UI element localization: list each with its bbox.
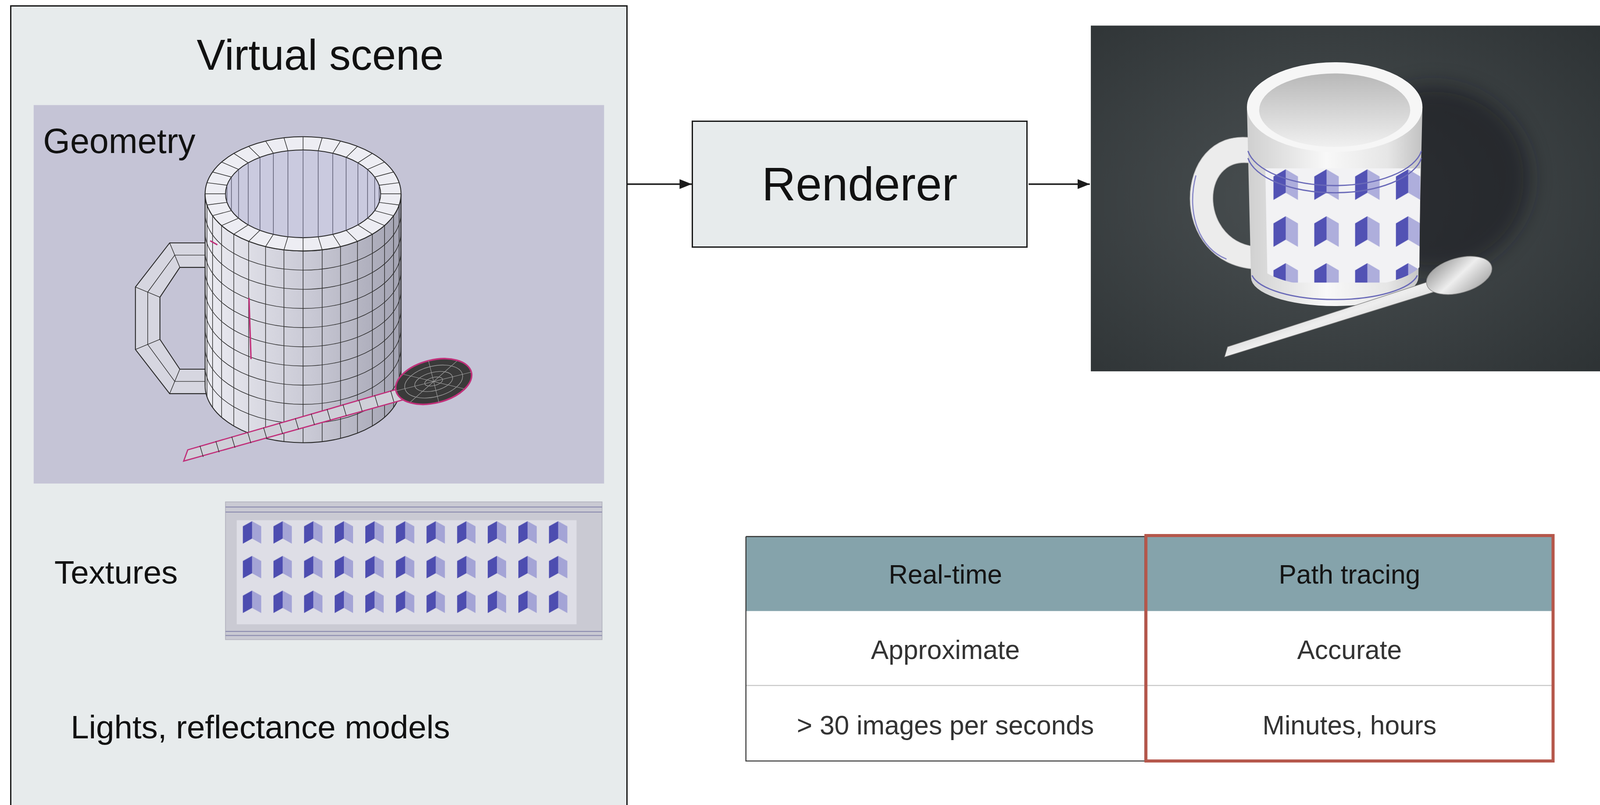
mesh-line [311,414,315,425]
mesh-line [233,225,249,235]
mesh-line [212,171,232,178]
table-header: Path tracing [1144,558,1554,591]
mesh-line [357,153,373,163]
mesh-line [380,193,402,194]
mesh-line [367,218,385,226]
panel-title: Virtual scene [11,29,629,82]
mesh-line [212,210,232,216]
mesh-line [221,218,239,226]
panel-fill [33,105,605,484]
mesh-line [147,255,175,293]
mesh-line [233,153,249,163]
mesh-line [205,289,402,347]
mesh-line [295,418,299,430]
geometry-panel: Geometry [35,106,606,486]
mesh-line [357,162,358,255]
mesh-line [374,177,375,269]
mesh-line [207,182,228,186]
mesh-line [231,177,232,269]
mesh-line [205,232,402,290]
mesh-line [273,153,274,246]
mesh-line [346,146,358,158]
mesh-line [332,141,341,154]
table-cell: Minutes, hours [1144,709,1554,742]
output-arrow [1028,183,1090,185]
panel-fill [10,5,628,805]
mesh-line [200,446,204,458]
mesh-line [215,441,219,453]
mesh-line [248,230,261,242]
mesh-line [135,287,161,298]
mesh-line [225,193,226,286]
mesh-line [207,202,228,206]
mesh-line [302,136,304,150]
table-cell: > 30 images per seconds [746,709,1146,742]
mesh-line [283,236,288,250]
table-cell: Accurate [1144,634,1554,667]
mesh-line [367,162,385,170]
mesh-line [279,423,283,435]
mesh-line [205,308,402,366]
mesh-line [332,234,341,247]
mesh-line [332,153,333,246]
mesh-line [374,210,394,216]
panel-label: Geometry [42,120,268,162]
scene-panel: Geometry Virtual sceneTexturesLights, ref… [10,5,628,805]
mesh-line [327,409,331,421]
mesh-line [247,432,251,444]
mesh-line [342,404,347,416]
mesh-line [238,169,239,261]
mesh-line [205,193,226,194]
mesh-line [263,427,267,439]
mesh-line [378,202,400,206]
mesh-line [221,162,239,170]
mesh-line [259,157,261,250]
mesh-line [265,141,274,154]
mesh-line [147,344,175,382]
mesh-line [205,251,402,309]
section-label: Textures [54,553,229,593]
mesh-line [302,150,304,242]
process-box: Renderer [691,120,1028,249]
mesh-line [378,185,380,278]
table-header: Real-time [746,558,1146,591]
mesh-line [357,225,373,235]
texture-image [225,502,602,640]
mesh-line [248,146,261,158]
mesh-line [317,137,322,151]
spoon-wireframe [183,351,477,461]
mesh-line [317,236,322,250]
mesh-line [358,400,362,411]
mesh-line [346,157,347,250]
mesh-line [247,162,249,255]
mesh-line [226,185,228,278]
mesh-line [205,366,402,424]
box-label: Renderer [761,156,958,213]
rendered-image [1090,25,1600,372]
mug-wireframe [135,136,402,443]
mesh-line [374,395,378,407]
mesh-line [317,150,319,243]
mesh-line [287,150,289,243]
mesh-line [147,292,148,345]
section-label: Lights, reflectance models [70,708,612,748]
mesh-line [380,193,381,286]
connector-arrow [627,183,693,186]
mesh-line [205,270,402,328]
mesh-line [390,390,394,402]
mesh-line [231,436,235,448]
table-cell: Approximate [746,634,1146,667]
mesh-line [374,171,394,178]
comparison-table [746,535,1555,761]
mesh-line [205,328,402,386]
mesh-line [265,234,274,247]
mesh-line [378,182,400,186]
mesh-line [367,169,368,261]
mesh-line [205,347,402,405]
mesh-line [302,237,304,251]
mesh-line [346,230,358,242]
mesh-line [283,137,288,151]
